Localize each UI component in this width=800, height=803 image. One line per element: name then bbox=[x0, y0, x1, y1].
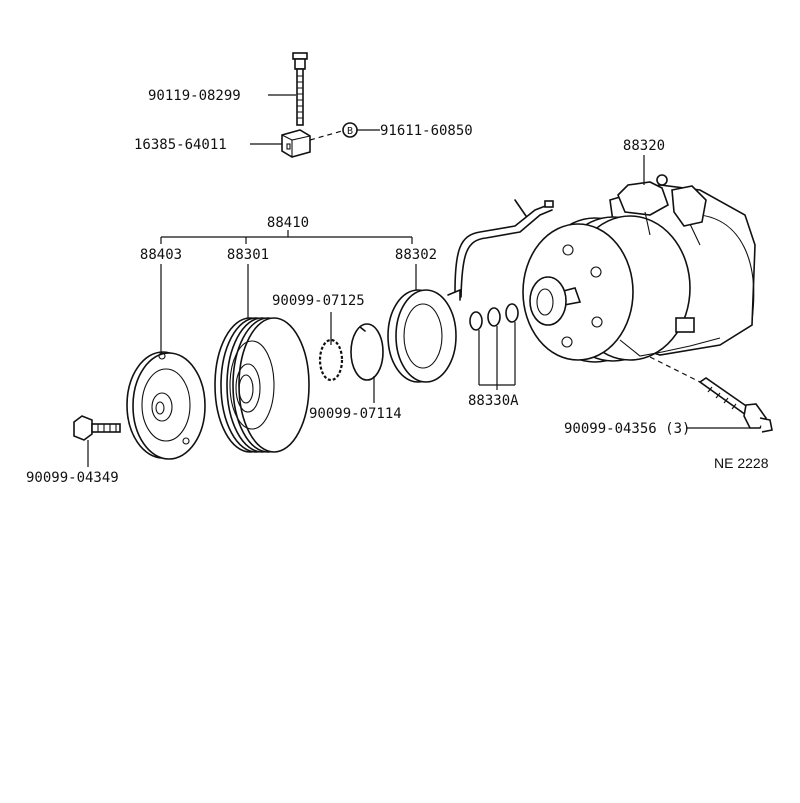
bracket-ref-dashline bbox=[309, 130, 343, 141]
shims bbox=[469, 303, 519, 331]
ref-symbol-letter: B bbox=[347, 126, 353, 137]
drawing-code: NE 2228 bbox=[714, 455, 769, 471]
label-group: 88410 bbox=[267, 215, 309, 231]
label-pulley: 88301 bbox=[227, 247, 269, 263]
label-compressor: 88320 bbox=[623, 138, 665, 154]
label-stator: 88302 bbox=[395, 247, 437, 263]
mount-bolt-dashline bbox=[649, 356, 701, 383]
label-bracket: 16385-64011 bbox=[134, 137, 227, 153]
center-bolt bbox=[73, 415, 121, 441]
label-plate: 88403 bbox=[140, 247, 182, 263]
label-bolt-top: 90119-08299 bbox=[148, 88, 241, 104]
shims-leader bbox=[478, 322, 516, 390]
label-snap-outer: 90099-07114 bbox=[309, 406, 402, 422]
label-snap-inner: 90099-07125 bbox=[272, 293, 365, 309]
pulley bbox=[214, 317, 310, 453]
label-shims: 88330A bbox=[468, 393, 519, 409]
compressor bbox=[522, 174, 756, 363]
snap-ring-outer bbox=[350, 323, 384, 381]
group-bracket-88410 bbox=[160, 230, 413, 244]
pressure-plate bbox=[126, 351, 206, 460]
snap-ring-inner bbox=[318, 338, 344, 382]
label-center-bolt: 90099-04349 bbox=[26, 470, 119, 486]
top-bolt bbox=[292, 52, 308, 126]
label-mount-bolt: 90099-04356 (3) bbox=[564, 421, 690, 437]
label-bracket-ref: 91611-60850 bbox=[380, 123, 473, 139]
mount-bolt bbox=[698, 377, 773, 433]
stator-coil bbox=[387, 199, 554, 383]
bracket-clip bbox=[281, 129, 311, 158]
